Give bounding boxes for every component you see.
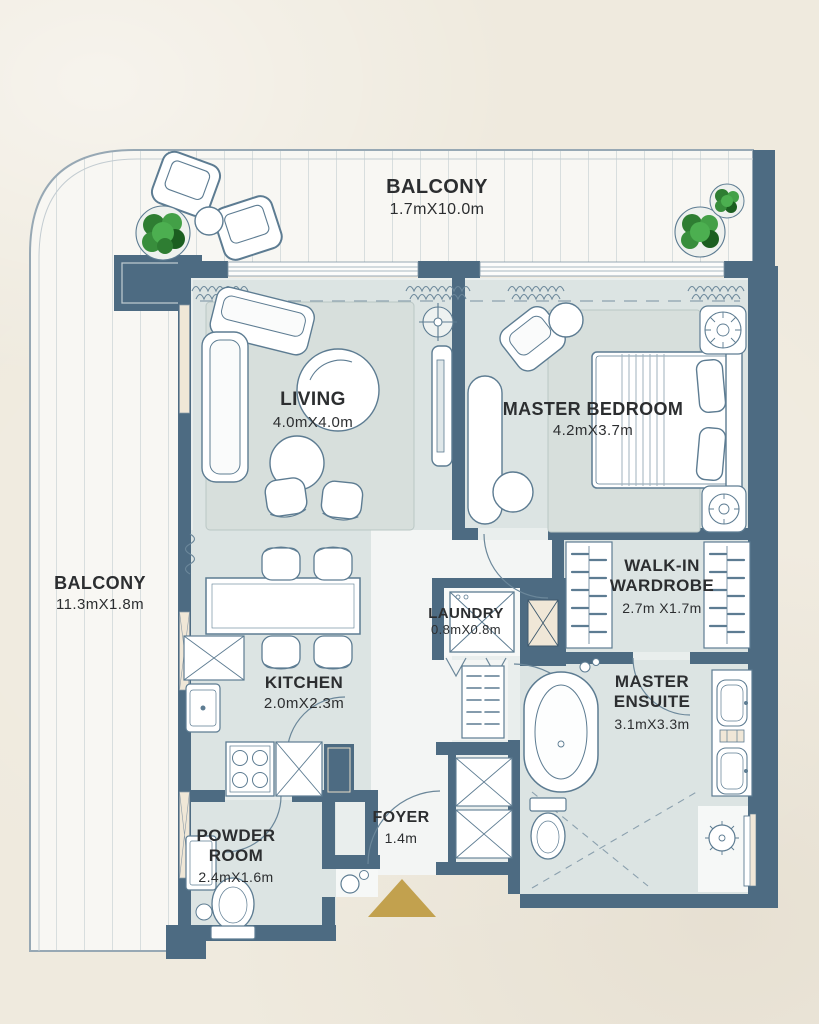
laundry-appliance (449, 591, 515, 653)
bathtub (523, 658, 600, 793)
dining-chair (313, 546, 353, 581)
pillow (695, 427, 727, 481)
tall-cabinet (324, 744, 354, 796)
lounge-chair (213, 195, 283, 261)
headboard (725, 345, 743, 495)
tv (436, 359, 445, 453)
plants (135, 183, 745, 261)
living-furniture (201, 286, 457, 531)
vanity (711, 669, 753, 797)
powder-cabinet (185, 835, 217, 891)
walls (166, 150, 778, 959)
dining-chair (261, 546, 301, 581)
entrance-marker (368, 879, 436, 917)
entrance-arrow-icon (368, 879, 436, 917)
plant (135, 205, 191, 261)
service-shaft (527, 599, 559, 647)
wardrobe-rail (703, 541, 751, 649)
threshold-dashes (200, 300, 740, 889)
linen-shelf (461, 665, 505, 739)
wash-basin (340, 870, 369, 894)
nightstand (699, 305, 747, 355)
kitchen-furniture (183, 546, 361, 797)
outdoor-furniture (150, 150, 283, 261)
side-table (548, 302, 584, 338)
dining-chair (313, 635, 353, 670)
plant (674, 206, 726, 258)
stove (225, 741, 275, 797)
island (205, 577, 361, 635)
shower (705, 813, 757, 887)
armchair (264, 477, 308, 518)
ceiling-light-icon (419, 303, 457, 341)
toilet (195, 877, 256, 940)
sofa (201, 286, 315, 483)
windows (179, 261, 725, 879)
dining-chair (261, 635, 301, 670)
bedroom-furniture (467, 302, 747, 533)
nightstand (701, 485, 747, 533)
plant (709, 183, 745, 219)
coffee-table (296, 348, 380, 432)
armchair (320, 480, 364, 521)
wardrobe-rail (565, 541, 613, 649)
wardrobe-units (565, 541, 751, 649)
ensuite-fixtures (523, 658, 757, 887)
toilet (529, 797, 567, 860)
pillow (695, 359, 727, 413)
powder-fixtures (185, 835, 369, 940)
bed (591, 345, 743, 495)
foyer-closet (455, 757, 513, 859)
patio-table (194, 206, 224, 236)
